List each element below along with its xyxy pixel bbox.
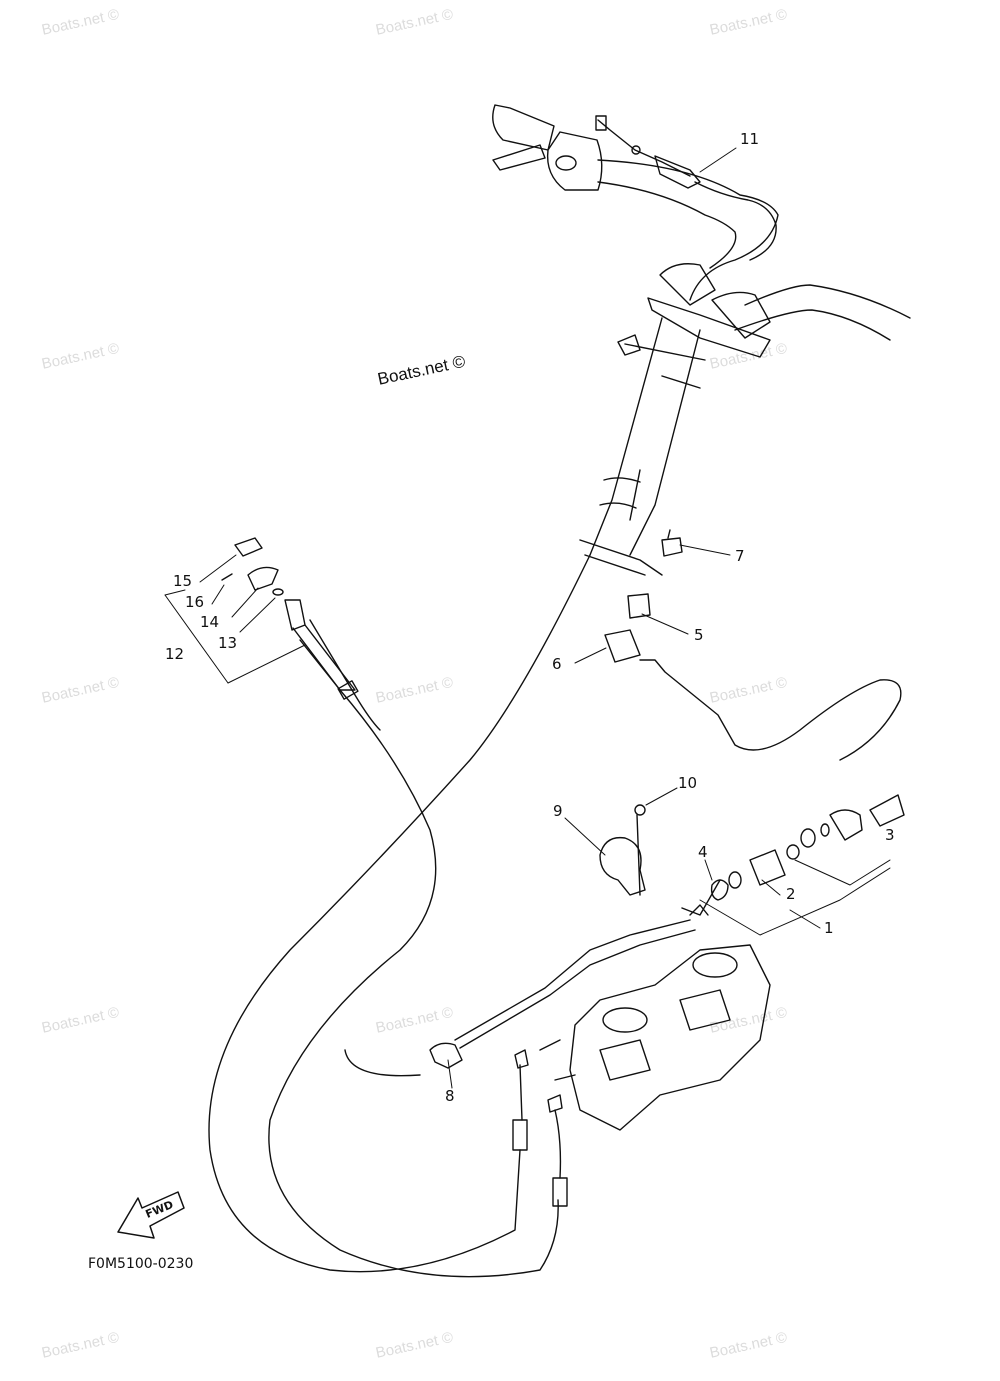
callout-9: 9 xyxy=(553,802,563,820)
group-bracket-12 xyxy=(164,589,306,684)
callout-8: 8 xyxy=(445,1087,455,1105)
callout-3: 3 xyxy=(885,826,895,844)
callout-15: 15 xyxy=(173,572,193,590)
callout-12: 12 xyxy=(165,645,185,663)
callout-6: 6 xyxy=(552,655,562,673)
choke-knob-assembly xyxy=(221,537,359,700)
callout-5: 5 xyxy=(694,626,704,644)
carburetor xyxy=(539,944,771,1131)
cable-end-fittings xyxy=(604,529,902,761)
drawing-code: F0M5100-0230 xyxy=(88,1256,194,1272)
steering-column xyxy=(579,317,706,576)
handlebar-grip xyxy=(492,104,603,191)
callout-13: 13 xyxy=(218,634,238,652)
callout-16: 16 xyxy=(185,593,205,611)
throttle-cable xyxy=(595,115,777,261)
callout-4: 4 xyxy=(698,843,708,861)
fwd-arrow xyxy=(117,1191,185,1239)
handlebar xyxy=(597,159,911,358)
callout-7: 7 xyxy=(735,547,745,565)
callout-11: 11 xyxy=(740,130,760,148)
shift-cable-fittings xyxy=(344,794,905,1077)
lower-cable-ends xyxy=(512,1049,568,1207)
callout-1: 1 xyxy=(824,919,834,937)
group-brackets xyxy=(699,859,891,936)
callout-10: 10 xyxy=(678,774,698,792)
cable-bracket xyxy=(599,804,646,896)
callout-14: 14 xyxy=(200,613,220,631)
main-cables xyxy=(208,554,591,1278)
callout-2: 2 xyxy=(786,885,796,903)
